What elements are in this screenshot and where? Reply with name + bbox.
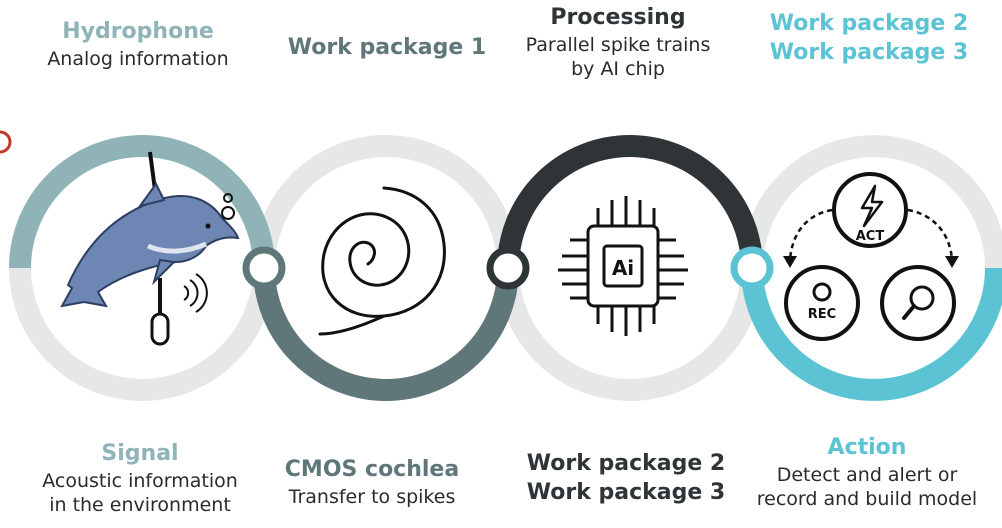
dolphin-icon <box>60 182 240 313</box>
ring-2-top-gray <box>253 135 519 269</box>
signal-line-1: Acoustic information <box>42 469 238 492</box>
processing-title: Processing <box>550 5 686 30</box>
wp2-bottom: Work package 2 <box>526 451 726 476</box>
wp3-top: Work package 3 <box>769 39 969 65</box>
action-title: Action <box>827 435 907 460</box>
rec-icon <box>784 265 860 341</box>
signal-line-2: in the environment <box>49 494 231 517</box>
action-line-1: Detect and alert or <box>776 463 958 486</box>
signal-title: Signal <box>101 441 179 466</box>
ai-chip-icon <box>558 196 688 336</box>
hydrophone-subtitle: Analog information <box>47 47 229 70</box>
wp1-label: Work package 1 <box>282 34 492 63</box>
node-2 <box>486 246 530 290</box>
wp23-top-label: Work package 2 Work package 3 <box>764 10 974 67</box>
wp2-top: Work package 2 <box>769 11 969 36</box>
ring-2-bottom-slate <box>253 267 519 401</box>
ring-3-top-dark <box>497 135 763 269</box>
action-label: Action Detect and alert or record and bu… <box>752 434 982 512</box>
ring-1-bottom-gray <box>9 267 275 401</box>
node-3 <box>730 246 774 290</box>
ring-3-bottom-gray <box>497 267 763 401</box>
cochlea-spiral-icon <box>321 186 446 318</box>
wp3-bottom: Work package 3 <box>526 479 726 505</box>
arrowhead-left <box>783 256 797 268</box>
rec-label: REC <box>808 307 836 322</box>
action-line-2: record and build model <box>756 488 978 511</box>
search-icon <box>880 265 956 341</box>
cochlea-title: CMOS cochlea <box>284 457 460 482</box>
node-1 <box>242 246 286 290</box>
cochlea-tail <box>318 314 386 336</box>
cochlea-subtitle: Transfer to spikes <box>288 485 456 508</box>
processing-line-1: Parallel spike trains <box>525 33 711 56</box>
act-label: ACT <box>856 229 885 244</box>
act-icon <box>832 172 908 248</box>
hydrophone-icon <box>148 151 170 346</box>
hydrophone-title: Hydrophone <box>62 19 214 44</box>
ring-4-bottom-cyan <box>741 267 1002 401</box>
arrowhead-right <box>945 256 959 268</box>
signal-label: Signal Acoustic information in the envir… <box>30 440 250 518</box>
processing-line-2: by AI chip <box>571 58 665 81</box>
edge-mark <box>0 130 12 154</box>
action-arrows <box>788 208 954 261</box>
hydrophone-label: Hydrophone Analog information <box>38 18 238 71</box>
cochlea-label: CMOS cochlea Transfer to spikes <box>272 456 472 509</box>
ring-4-top-gray <box>741 135 1002 269</box>
bubbles-icon <box>221 193 235 220</box>
processing-label: Processing Parallel spike trains by AI c… <box>508 4 728 82</box>
wp23-bottom-label: Work package 2 Work package 3 <box>516 450 736 507</box>
chip-label: Ai <box>612 256 634 280</box>
wp1-title: Work package 1 <box>287 35 487 60</box>
ring-1-top-sage <box>9 135 275 269</box>
